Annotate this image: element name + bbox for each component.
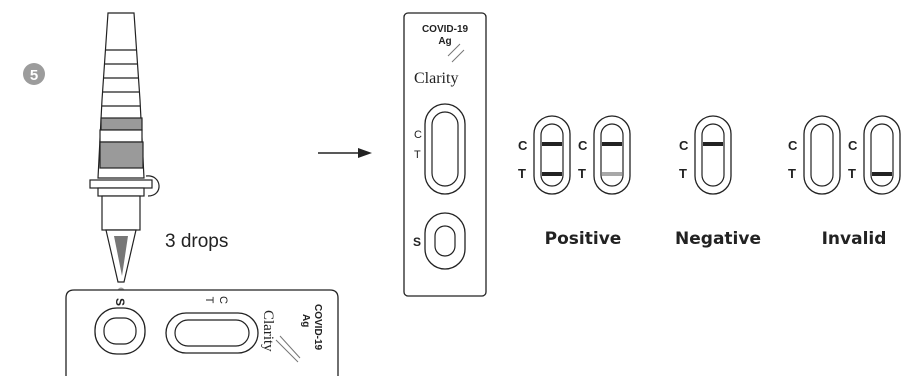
device-bottom-title-1: COVID-19 <box>312 304 323 351</box>
device-top-c-label: C <box>414 129 422 141</box>
cassette-t-letter: T <box>848 166 856 181</box>
result-cassette-invalid: CT <box>788 115 841 195</box>
device-bottom-s-label: S <box>113 298 127 306</box>
cassette-c-letter: C <box>518 138 528 153</box>
invalid-label: Invalid <box>822 229 887 249</box>
test-line <box>872 172 892 176</box>
result-cassette-negative: CT <box>679 115 732 195</box>
dropper-cap-hinge <box>145 175 160 197</box>
cassette-t-letter: T <box>518 166 526 181</box>
brand-swoosh <box>275 335 301 363</box>
control-line <box>703 142 723 146</box>
device-bottom-brand: Clarity <box>260 310 276 352</box>
test-line <box>542 172 562 176</box>
device-top-window-inner <box>431 111 459 187</box>
device-bottom-title-2: Ag <box>300 314 311 327</box>
result-cassette-positive: CT <box>578 115 631 195</box>
negative-label: Negative <box>675 229 761 249</box>
device-top-title-1: COVID-19 <box>422 24 469 35</box>
step-badge: 5 <box>23 63 45 85</box>
device-top-title-2: Ag <box>438 36 451 47</box>
device-bottom-c-label: C <box>217 296 229 304</box>
result-window-inner <box>174 319 250 347</box>
test-device-bottom: S C T COVID-19 Ag Clarity <box>65 289 339 376</box>
step-circle <box>23 63 45 85</box>
dropper-bottle <box>89 12 160 283</box>
device-top-well-inner <box>434 225 456 257</box>
device-top-t-label: T <box>414 149 421 161</box>
cassette-t-letter: T <box>788 166 796 181</box>
control-line <box>602 142 622 146</box>
result-cassette-invalid: CT <box>848 115 901 195</box>
device-top-brand: Clarity <box>414 70 458 87</box>
dropper-neck <box>101 195 141 231</box>
test-device-top: COVID-19 Ag Clarity C T S <box>403 12 487 297</box>
brand-swoosh <box>447 43 465 63</box>
test-line <box>602 172 622 176</box>
cassette-t-letter: T <box>578 166 586 181</box>
result-cassette-positive: CT <box>518 115 571 195</box>
cassette-inner <box>810 123 834 187</box>
control-line <box>542 142 562 146</box>
dropper-band-gray <box>100 117 143 131</box>
step-number: 5 <box>30 67 38 84</box>
next-arrow <box>318 148 372 158</box>
cassette-inner <box>540 123 564 187</box>
sample-well-inner <box>103 317 137 345</box>
dropper-band-gray-2 <box>99 141 144 169</box>
cassette-inner <box>701 123 725 187</box>
drops-label: 3 drops <box>165 231 228 252</box>
device-top-s-label: S <box>413 235 421 249</box>
cassette-inner <box>600 123 624 187</box>
cassette-c-letter: C <box>848 138 858 153</box>
cassette-c-letter: C <box>679 138 689 153</box>
positive-label: Positive <box>545 229 622 249</box>
cassette-t-letter: T <box>679 166 687 181</box>
cassette-c-letter: C <box>578 138 588 153</box>
cassette-c-letter: C <box>788 138 798 153</box>
dropper-collar <box>89 179 153 189</box>
cassette-inner <box>870 123 894 187</box>
device-bottom-t-label: T <box>203 297 215 304</box>
